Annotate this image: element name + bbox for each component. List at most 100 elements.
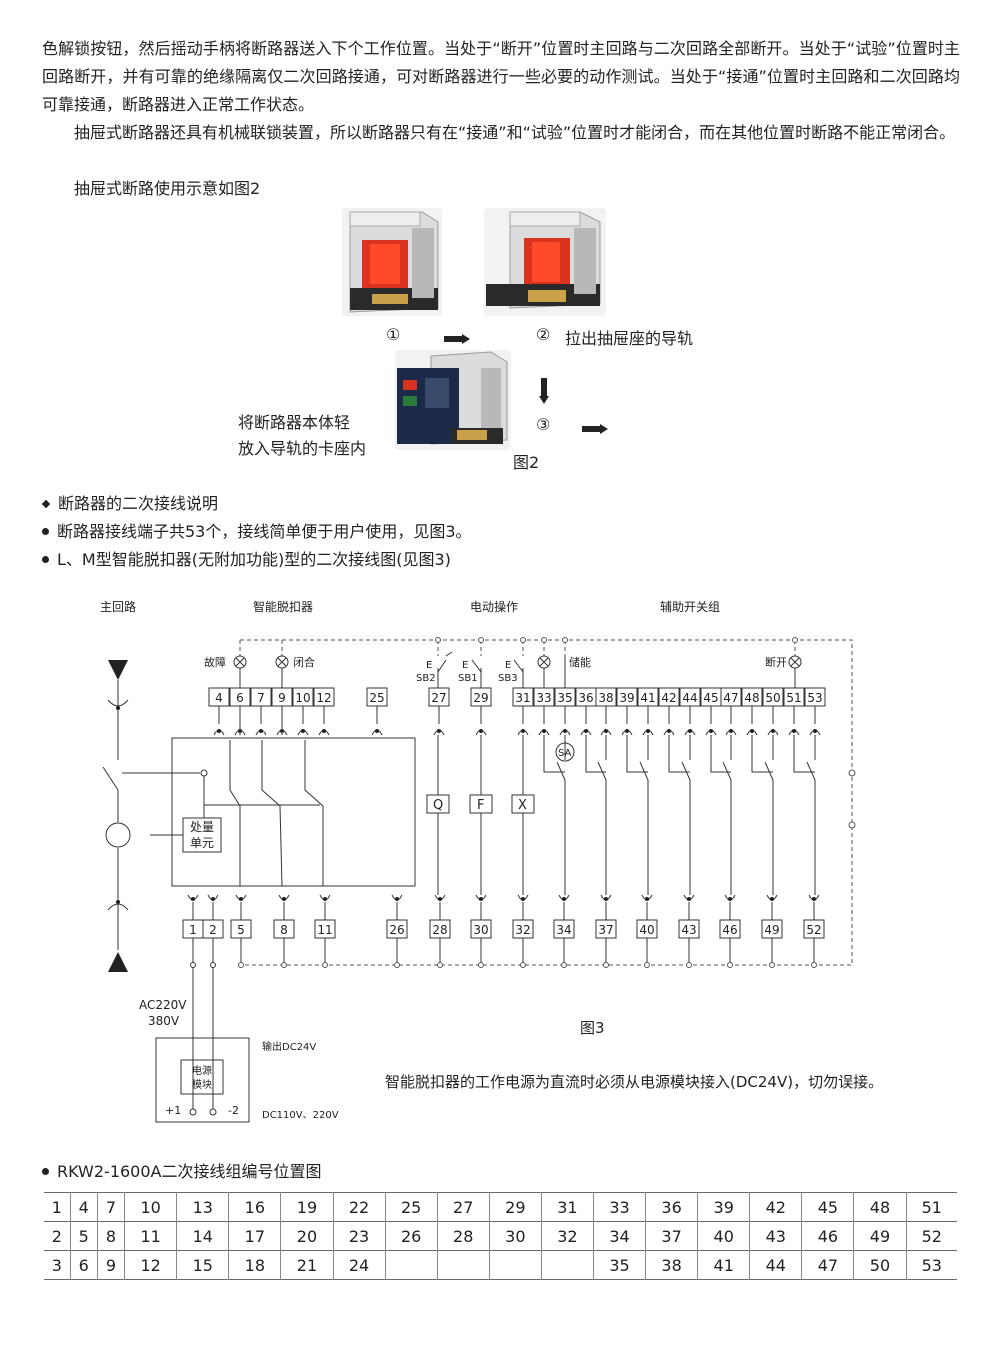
table-cell: 42 [749,1192,803,1222]
table-cell: 31 [540,1192,594,1222]
aux-contact-wire [668,735,690,773]
connector-dot [812,897,816,901]
bullet-text: 断路器接线端子共53个，接线简单便于用户使用，见图3。 [57,522,472,541]
dc-input-label: DC110V、220V [262,1110,339,1121]
table-cell: 30 [488,1221,542,1251]
e-label: E [505,660,511,671]
connector-dot [604,897,608,901]
ac-voltage-line2: 380V [148,1014,180,1028]
table-cell: 18 [228,1250,282,1280]
figure-2-caption: 图2 [513,453,540,472]
coil-f-label: F [477,798,484,813]
figure-3-caption: 图3 [580,1019,605,1037]
connector-dot [521,897,525,901]
table-cell: 6 [69,1250,98,1280]
dot-bullet-icon [42,528,49,535]
group-label-motor: 电动操作 [470,599,518,614]
bus-node [727,962,733,968]
connector-dot [813,729,817,733]
terminal-number: 2 [209,923,217,937]
connector-dot [301,729,305,733]
dot-bullet-icon [42,556,49,563]
connector-dot [375,729,379,733]
bus-node [520,962,526,968]
connector-dot [792,729,796,733]
ac-voltage-line1: AC220V [139,998,187,1012]
e-label: E [426,660,432,671]
lamp-close-label: 闭合 [293,655,315,669]
terminal-number: 44 [682,691,697,705]
terminal-number: 6 [236,691,244,705]
terminal-number: 51 [786,691,801,705]
terminal-box [761,919,783,939]
table-cell: 17 [228,1221,282,1251]
table-cell: 20 [280,1221,334,1251]
sb2-label: SB2 [416,673,436,684]
table-cell: 44 [749,1250,803,1280]
connector-dot [395,897,399,901]
table-title-text: RKW2-1600A二次接线组编号位置图 [57,1162,322,1181]
aux-contact-wire [710,735,731,773]
aux-contact-switch [722,735,732,895]
bus-node [437,962,443,968]
terminal-box [386,919,408,939]
terminal-number: 8 [280,923,288,937]
terminal-number: 4 [215,691,223,705]
bullet-terminal-count: 断路器接线端子共53个，接线简单便于用户使用，见图3。 [42,520,472,544]
unit-label-line1: 处量 [190,820,214,834]
table-cell: 16 [228,1192,282,1222]
connector-dot [563,729,567,733]
table-cell: 38 [645,1250,699,1280]
bus-node [603,962,609,968]
minus-terminal-label: -2 [228,1104,239,1117]
terminal-box [719,919,741,939]
table-cell: 33 [592,1192,647,1222]
connector-dot [729,729,733,733]
connector-dot [322,729,326,733]
wiring-diagram: 主回路 智能脱扣器 电动操作 辅助开关组 故障 闭合 储能 断开 [100,599,883,1123]
dot-bullet-icon [42,1168,49,1175]
output-dc-label: 输出DC24V [262,1040,316,1053]
connector-dot [437,729,441,733]
table-cell: 7 [96,1192,126,1222]
connector-dot [687,897,691,901]
table-cell: 41 [697,1250,751,1280]
table-cell: 2 [44,1221,71,1251]
table-cell: 43 [749,1221,803,1251]
bus-node [561,962,567,968]
connector-dot [259,729,263,733]
connector-dot [646,729,650,733]
terminal-number: 9 [278,691,286,705]
power-module-line1: 电源 [192,1064,212,1077]
terminal-number: 26 [389,923,404,937]
table-cell: 39 [697,1192,751,1222]
table-cell [436,1250,490,1280]
table-cell: 47 [801,1250,855,1280]
figure-3-note: 智能脱扣器的工作电源为直流时必须从电源模块接入(DC24V)，切勿误接。 [385,1073,883,1091]
bus-node [686,962,692,968]
intro-paragraph-3: 抽屉式断路使用示意如图2 [74,179,261,198]
terminal-number: 7 [257,691,265,705]
table-cell: 23 [332,1221,386,1251]
table-cell: 11 [124,1221,178,1251]
sb1-label: SB1 [458,673,478,684]
table-cell: 51 [905,1192,957,1222]
aux-contact-wire [793,735,815,773]
terminal-number: 33 [536,691,551,705]
terminal-box [202,919,224,939]
arrow-down-icon [539,378,549,404]
connector-dot [542,729,546,733]
connector-dot [667,729,671,733]
breaker-photo-3 [395,350,511,450]
terminal-number: 43 [681,923,696,937]
table-cell [488,1250,542,1280]
table-cell: 49 [853,1221,907,1251]
bullet-secondary-wiring: 断路器的二次接线说明 [41,492,218,516]
terminal-number: 36 [578,691,593,705]
table-cell: 12 [124,1250,178,1280]
terminal-number: 38 [598,691,613,705]
aux-contact-switch [806,735,816,895]
